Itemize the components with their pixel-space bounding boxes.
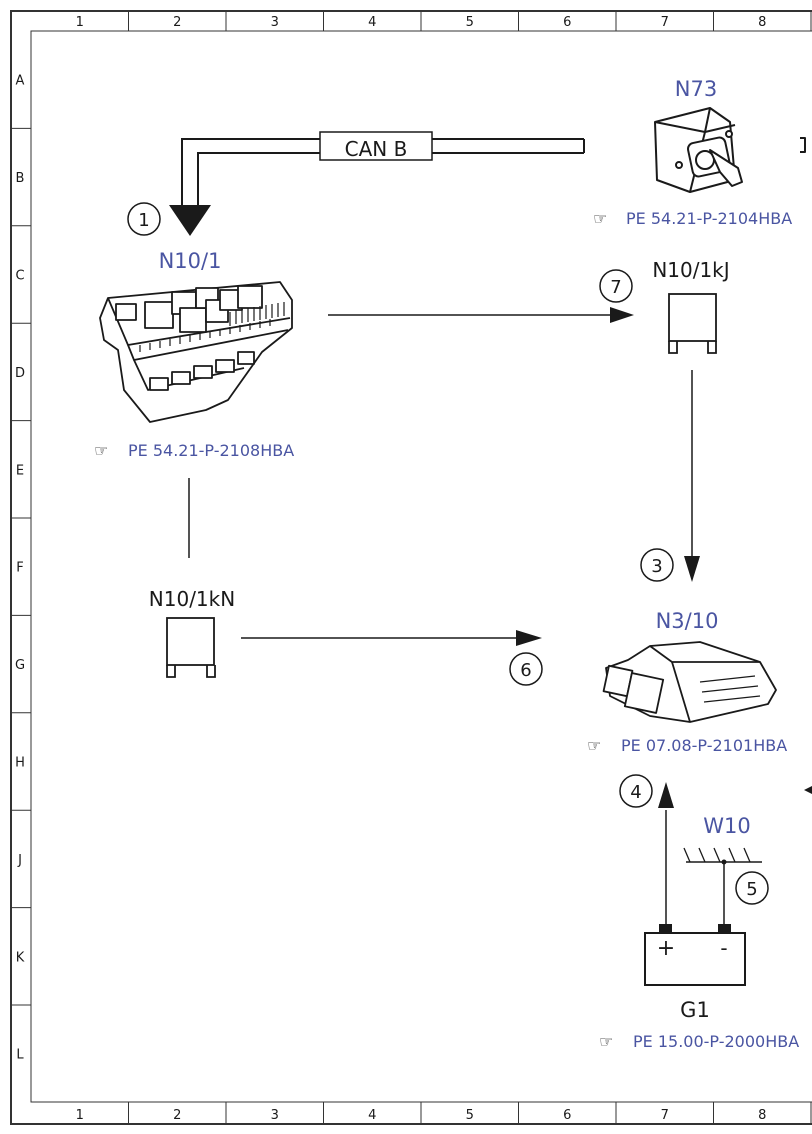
n10-1kj-code: N10/1kJ <box>652 258 729 282</box>
grid-column-label: 8 <box>758 15 766 30</box>
grid-row-label: B <box>16 171 25 186</box>
grid-column-label: 3 <box>271 1108 279 1123</box>
ground-hatch <box>683 847 751 863</box>
can-bus-line <box>181 138 585 206</box>
grid-column-label: 4 <box>368 1108 376 1123</box>
callout-3: 3 <box>640 548 674 582</box>
n10-1kn-code: N10/1kN <box>149 587 235 611</box>
battery-minus: - <box>720 936 727 960</box>
grid-row-label: H <box>15 756 25 771</box>
grid-rows: A B C D E F G H J K L <box>11 74 31 1063</box>
grid-row-label: J <box>17 853 22 868</box>
n10-1-reference: ☞ PE 54.21-P-2108HBA <box>94 441 294 460</box>
svg-text:PE 15.00-P-2000HBA: PE 15.00-P-2000HBA <box>633 1032 799 1051</box>
n10-1-code: N10/1 <box>159 249 222 273</box>
grid-column-label: 5 <box>466 1108 474 1123</box>
engine-control-unit-icon <box>602 641 777 723</box>
grid-column-label: 2 <box>173 1108 181 1123</box>
svg-text:1: 1 <box>138 210 149 231</box>
ground-junction <box>721 859 727 865</box>
w10-code: W10 <box>703 814 751 838</box>
grid-column-label: 1 <box>76 1108 84 1123</box>
n73-reference: ☞ PE 54.21-P-2104HBA <box>593 209 792 228</box>
pointing-hand-icon: ☞ <box>599 1032 613 1051</box>
svg-text:PE 07.08-P-2101HBA: PE 07.08-P-2101HBA <box>621 736 787 755</box>
callout-4: 4 <box>619 774 653 808</box>
grid-row-label: F <box>16 561 23 576</box>
svg-text:5: 5 <box>746 879 757 900</box>
grid-columns: 1 1 2 2 3 3 4 4 5 5 6 6 7 7 8 8 <box>76 11 812 1124</box>
g1-code: G1 <box>680 998 710 1022</box>
fuse-relay-module-icon <box>99 281 293 423</box>
n3-10-reference: ☞ PE 07.08-P-2101HBA <box>587 736 787 755</box>
grid-column-label: 7 <box>661 15 669 30</box>
grid-row-label: A <box>16 74 25 89</box>
can-bus-arrow <box>169 205 211 236</box>
grid-column-label: 5 <box>466 15 474 30</box>
callout-6: 6 <box>509 652 543 686</box>
svg-text:PE 54.21-P-2108HBA: PE 54.21-P-2108HBA <box>128 441 294 460</box>
grid-column-label: 8 <box>758 1108 766 1123</box>
svg-text:PE 54.21-P-2104HBA: PE 54.21-P-2104HBA <box>626 209 792 228</box>
callout-1: 1 <box>127 202 161 236</box>
grid-row-label: C <box>15 269 24 284</box>
signal-arrowheads <box>516 307 700 808</box>
grid-column-label: 7 <box>661 1108 669 1123</box>
n3-10-code: N3/10 <box>656 609 719 633</box>
svg-text:7: 7 <box>610 277 621 298</box>
grid-column-label: 6 <box>563 1108 571 1123</box>
grid-row-label: L <box>16 1048 24 1063</box>
battery-plus: + <box>657 936 675 961</box>
svg-text:4: 4 <box>630 782 641 803</box>
callout-5: 5 <box>735 871 769 905</box>
pointing-hand-icon: ☞ <box>593 209 607 228</box>
svg-text:6: 6 <box>520 660 531 681</box>
grid-row-label: G <box>15 658 25 673</box>
grid-column-label: 3 <box>271 15 279 30</box>
can-bus-label-box <box>319 131 433 161</box>
grid-column-label: 2 <box>173 15 181 30</box>
callout-7: 7 <box>599 269 633 303</box>
drawing-frame <box>10 10 812 1125</box>
svg-text:3: 3 <box>651 556 662 577</box>
grid-column-label: 1 <box>76 15 84 30</box>
relay-kj-icon <box>668 293 717 354</box>
ignition-switch-icon <box>654 107 806 193</box>
n73-code: N73 <box>675 77 717 101</box>
grid-column-label: 6 <box>563 15 571 30</box>
grid-row-label: D <box>15 366 25 381</box>
grid-row-label: K <box>16 950 25 965</box>
pointing-hand-icon: ☞ <box>94 441 108 460</box>
can-bus-label: CAN B <box>345 137 408 161</box>
offpage-arrow <box>804 786 812 794</box>
grid-row-label: E <box>16 463 24 478</box>
battery-icon <box>644 924 746 986</box>
relay-kn-icon <box>166 617 216 678</box>
grid-column-label: 4 <box>368 15 376 30</box>
pointing-hand-icon: ☞ <box>587 736 601 755</box>
g1-reference: ☞ PE 15.00-P-2000HBA <box>599 1032 799 1051</box>
